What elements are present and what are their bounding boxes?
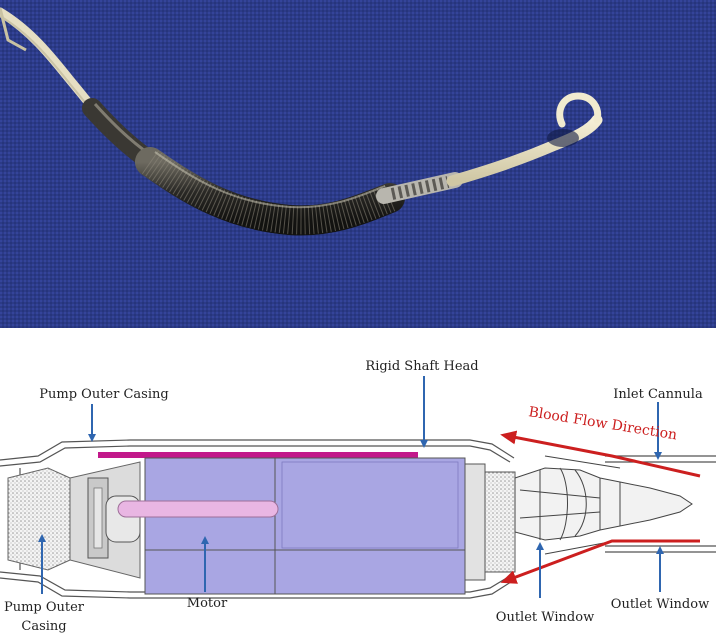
potting-region: [7, 467, 71, 571]
pigtail-shadow: [547, 129, 579, 147]
impeller-assembly: [514, 455, 693, 555]
inlet-cannula-tube: [446, 114, 603, 187]
front-bearing: [464, 463, 516, 581]
label-outlet-window-center: Outlet Window: [496, 610, 594, 625]
blood-flow-line-bottom: [500, 539, 700, 584]
pump-photograph: [0, 0, 716, 328]
coil-windings: [141, 150, 396, 235]
label-inlet-cannula: Inlet Cannula: [613, 387, 703, 402]
blood-flow-line-top: [500, 430, 701, 478]
label-pump-outer-casing-top: Pump Outer Casing: [39, 387, 168, 402]
motor-shaft: [117, 500, 279, 518]
pump-housing-struts: [390, 176, 450, 200]
fabric-background: [0, 0, 716, 328]
coil-highlight: [154, 151, 386, 209]
rigid-shaft-head-band: [98, 452, 418, 458]
label-rigid-shaft-head: Rigid Shaft Head: [365, 359, 478, 374]
label-pump-outer-casing-bottom-line1: Pump Outer: [4, 600, 85, 615]
motor-body: [144, 457, 466, 595]
label-outlet-window-right: Outlet Window: [611, 597, 709, 612]
thin-cable: [0, 7, 27, 52]
pump-cross-section-diagram: Rigid Shaft Head Pump Outer Casing Inlet…: [0, 328, 716, 638]
blood-flow-lines: [500, 430, 701, 584]
pointer-arrows: [38, 376, 664, 598]
pigtail-tip: [556, 92, 602, 128]
label-motor: Motor: [187, 596, 228, 611]
label-pump-outer-casing-bottom-line2: Casing: [21, 619, 66, 634]
